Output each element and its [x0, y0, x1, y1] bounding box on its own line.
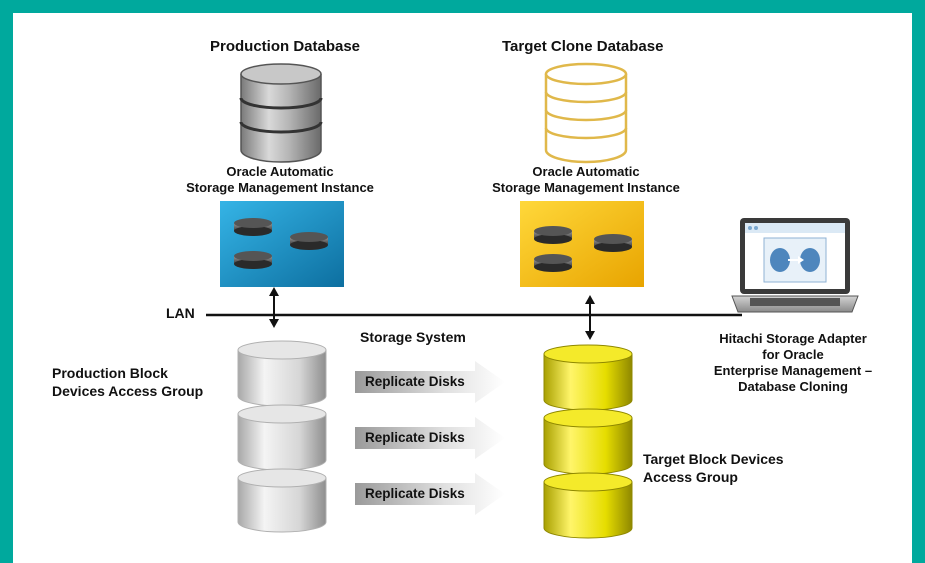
replicate-arrow-1	[355, 361, 505, 403]
asm-right-line1: Oracle Automatic	[532, 164, 640, 179]
asm-left-caption: Oracle Automatic Storage Management Inst…	[160, 164, 400, 196]
platter-2	[290, 232, 328, 250]
laptop-icon	[731, 218, 859, 313]
platter-3	[234, 251, 272, 269]
target-database-icon	[544, 62, 628, 164]
target-disk-1	[543, 344, 633, 411]
asm-instance-box-left	[220, 201, 344, 287]
replicate-arrow-3	[355, 473, 505, 515]
lan-label: LAN	[166, 305, 195, 321]
production-disks	[237, 340, 327, 533]
replicate-arrow-2	[355, 417, 505, 459]
platter-1	[534, 226, 572, 244]
hitachi-line1: Hitachi Storage Adapter	[719, 331, 867, 346]
target-disk-3	[543, 472, 633, 539]
target-disk-2	[543, 408, 633, 475]
replicate-disks-label-2: Replicate Disks	[365, 430, 465, 445]
asm-right-line2: Storage Management Instance	[492, 180, 680, 195]
hitachi-caption: Hitachi Storage Adapter for Oracle Enter…	[678, 331, 908, 395]
storage-system-label: Storage System	[360, 329, 466, 345]
replicate-disks-label-3: Replicate Disks	[365, 486, 465, 501]
replicate-arrows	[355, 361, 505, 515]
target-block-line2: Access Group	[643, 469, 738, 485]
target-block-caption: Target Block Devices Access Group	[643, 450, 784, 486]
target-block-line1: Target Block Devices	[643, 451, 784, 467]
production-database-icon	[239, 63, 323, 163]
asm-instance-box-right	[520, 201, 644, 287]
lan-right-double-arrow	[585, 295, 595, 340]
hitachi-line3: Enterprise Management –	[713, 363, 873, 378]
lan-left-double-arrow	[269, 287, 279, 328]
target-clone-database-title: Target Clone Database	[502, 38, 664, 55]
production-database-title: Production Database	[210, 38, 361, 55]
asm-left-line2: Storage Management Instance	[186, 180, 374, 195]
asm-left-line1: Oracle Automatic	[226, 164, 334, 179]
asm-right-caption: Oracle Automatic Storage Management Inst…	[466, 164, 706, 196]
production-block-line2: Devices Access Group	[52, 383, 204, 399]
production-block-caption: Production Block Devices Access Group	[52, 364, 203, 400]
hitachi-line2: for Oracle	[762, 347, 824, 362]
replicate-disks-label-1: Replicate Disks	[365, 374, 465, 389]
production-disk-3	[237, 468, 327, 533]
platter-1	[234, 218, 272, 236]
production-disk-1	[237, 340, 327, 407]
production-disk-2	[237, 404, 327, 471]
target-disks	[543, 344, 633, 539]
platter-2	[594, 234, 632, 252]
platter-3	[534, 254, 572, 272]
hitachi-line4: Database Cloning	[738, 379, 848, 394]
production-block-line1: Production Block	[52, 365, 168, 381]
